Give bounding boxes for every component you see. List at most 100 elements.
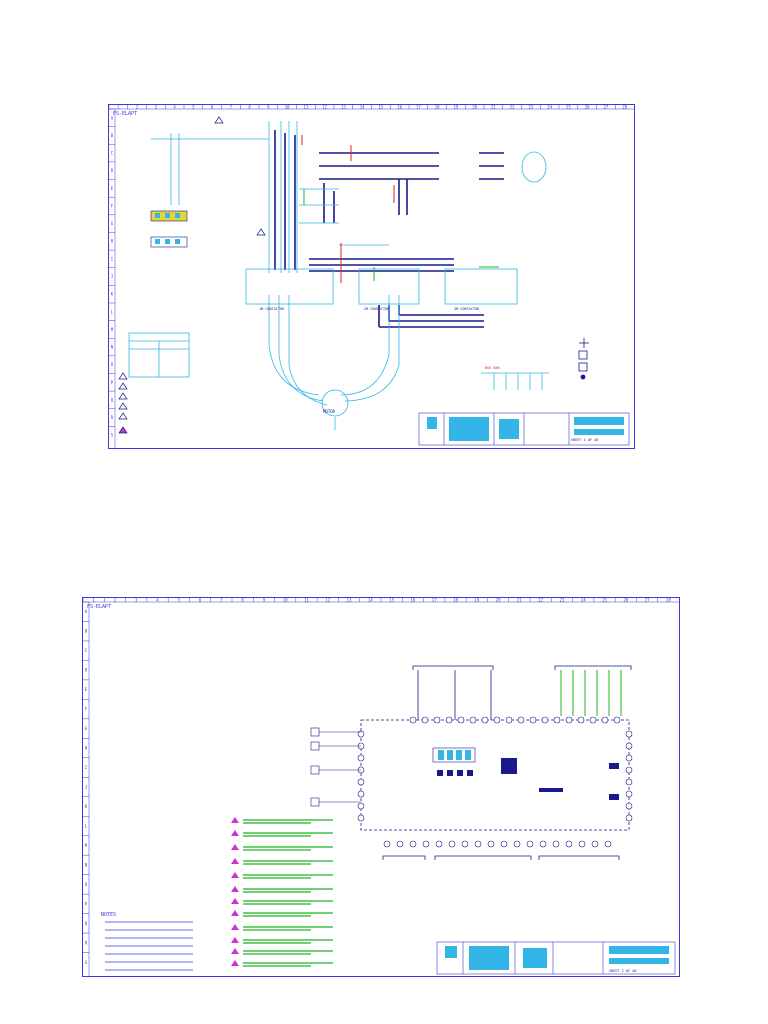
column-label: 20: [496, 597, 501, 602]
column-label: 11: [303, 104, 308, 109]
row-label: P: [85, 901, 88, 906]
terminal-point: [513, 840, 521, 848]
sheet-number: SHEET 1 OF 40: [571, 438, 598, 442]
note-lines: [231, 817, 333, 967]
column-label: 19: [474, 597, 479, 602]
terminal-point: [565, 840, 573, 848]
warning-triangles: [118, 116, 266, 434]
column-label: 27: [603, 104, 608, 109]
row-label: J: [85, 785, 87, 790]
row-label: C: [111, 151, 114, 156]
row-label: A: [111, 115, 114, 120]
title-block: [418, 412, 630, 446]
column-label: 10: [283, 597, 288, 602]
terminal-point: [445, 716, 453, 724]
column-label: 16: [397, 104, 402, 109]
column-label: 19: [453, 104, 458, 109]
column-label: 20: [472, 104, 477, 109]
column-label: 28: [666, 597, 671, 602]
row-label: N: [111, 345, 114, 350]
row-label: G: [111, 221, 114, 226]
row-label: D: [111, 168, 114, 173]
column-label: 25: [566, 104, 571, 109]
terminal-point: [625, 766, 633, 774]
column-label: 1: [92, 597, 95, 602]
column-label: 3: [155, 104, 158, 109]
terminal-point: [625, 802, 633, 810]
column-label: 2: [136, 104, 139, 109]
terminal-point: [565, 716, 573, 724]
terminal-point: [613, 716, 621, 724]
terminal-point: [357, 730, 365, 738]
column-label: 6: [211, 104, 214, 109]
warning-triangle: [231, 937, 239, 943]
terminal-point: [539, 840, 547, 848]
terminal-point: [474, 840, 482, 848]
terminal-point: [577, 716, 585, 724]
terminal-point: [357, 778, 365, 786]
terminal-block: [150, 210, 188, 248]
row-label: A: [85, 609, 88, 614]
terminal-point: [541, 716, 549, 724]
warning-triangle: [231, 948, 239, 954]
sheet-number: SHEET 2 OF 40: [609, 969, 636, 973]
bus-bar-label: BUS BAR: [485, 366, 501, 370]
column-label: 18: [453, 597, 458, 602]
terminal-point: [409, 716, 417, 724]
column-label: 12: [325, 597, 330, 602]
column-label: 2: [114, 597, 117, 602]
terminal-point: [421, 716, 429, 724]
bottom-brackets: [382, 855, 620, 860]
column-label: 24: [547, 104, 552, 109]
column-label: 8: [241, 597, 244, 602]
warning-triangle: [231, 858, 239, 864]
terminal-point: [625, 730, 633, 738]
row-label: H: [85, 746, 88, 751]
row-label: S: [111, 433, 114, 438]
terminal-point: [487, 840, 495, 848]
terminal-point: [591, 840, 599, 848]
terminal-point: [526, 840, 534, 848]
terminal-point: [529, 716, 537, 724]
warning-triangle: [231, 886, 239, 892]
column-label: 10: [285, 104, 290, 109]
row-label: E: [111, 186, 114, 191]
column-label: 21: [517, 597, 522, 602]
terminal-point: [396, 840, 404, 848]
column-label: 7: [230, 104, 233, 109]
row-label: B: [85, 629, 88, 634]
row-label: B: [111, 133, 114, 138]
row-label: Q: [111, 397, 114, 402]
column-label: 12: [322, 104, 327, 109]
warning-triangle: [231, 844, 239, 850]
warning-triangle: [231, 924, 239, 930]
warning-triangle: [231, 960, 239, 966]
column-label: 8: [248, 104, 251, 109]
display-panel: [432, 747, 619, 800]
row-label: K: [111, 292, 114, 297]
contactor-3m-label: 3M CONTACTOR: [454, 307, 480, 311]
row-label: C: [85, 648, 88, 653]
terminal-point: [457, 716, 465, 724]
terminal-point: [625, 814, 633, 822]
column-label: 4: [156, 597, 159, 602]
row-label: S: [85, 960, 88, 965]
column-label: 26: [585, 104, 590, 109]
input-brackets: [412, 665, 632, 720]
row-label: L: [85, 823, 88, 828]
terminal-point: [435, 840, 443, 848]
column-label: 24: [581, 597, 586, 602]
terminal-point: [493, 716, 501, 724]
warning-triangle: [231, 898, 239, 904]
column-label: 9: [263, 597, 266, 602]
terminal-point: [553, 716, 561, 724]
warning-triangle: [231, 817, 239, 823]
notes-heading: NOTES: [101, 912, 116, 918]
column-label: 14: [360, 104, 365, 109]
contactor-1m-label: 1M CONTACTOR: [259, 307, 285, 311]
